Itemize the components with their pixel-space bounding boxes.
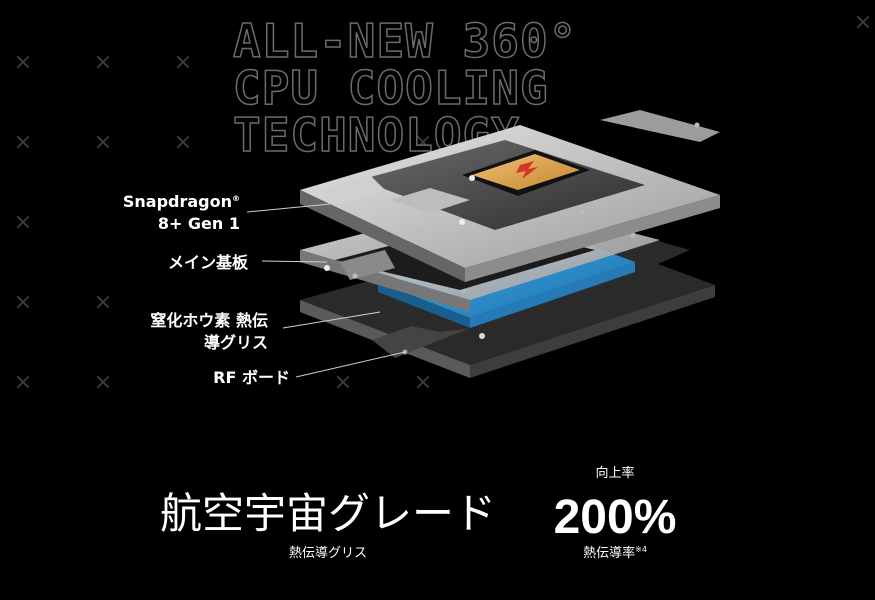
label-rf-board: RF ボード [213,368,290,387]
processor-frame-layer [300,110,720,282]
stat-caption: 熱伝導率※4 [583,545,647,561]
label-snapdragon: Snapdragon® 8+ Gen 1 [122,192,240,233]
headline-line-1: ALL-NEW 360° [232,14,578,68]
stat-value: 200% [553,491,677,544]
label-boron-nitride-grease: 窒化ホウ素 熱伝 導グリス [150,311,268,352]
stat-label: 向上率 [595,466,635,481]
headline: ALL-NEW 360° CPU COOLING TECHNOLOGY [232,17,663,160]
label-main-board: メイン基板 [167,253,248,272]
snapdragon-chip [462,150,590,196]
headline-line-2: CPU COOLING [232,61,549,115]
leader-lines [246,203,406,378]
feature-subtitle: 熱伝導グリス [288,546,367,561]
feature-title: 航空宇宙グレード [159,489,496,538]
footnote-mark: ※4 [635,545,647,554]
